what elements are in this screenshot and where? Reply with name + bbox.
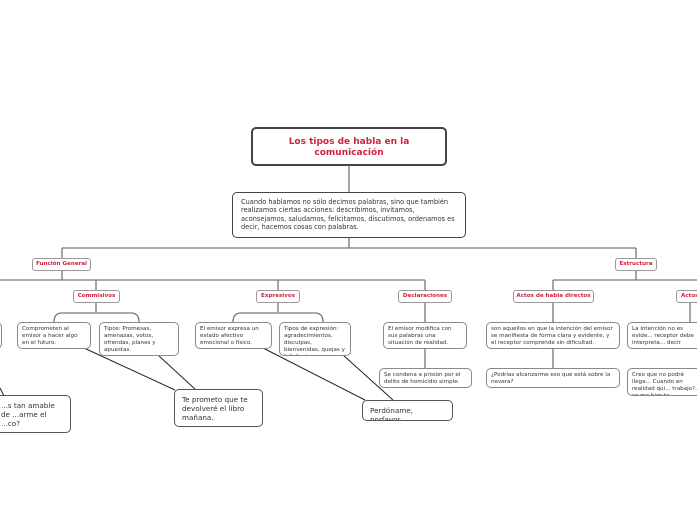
commisivos-node[interactable]: Commisivos — [73, 290, 120, 303]
intro-text: Cuando hablamos no sólo decimos palabras… — [241, 198, 455, 232]
root-title: Los tipos de habla en la comunicación — [288, 137, 410, 158]
declaraciones-desc: El emisor modifica con sus palabras una … — [388, 326, 452, 346]
actos-directos-node[interactable]: Actos de habla directos — [513, 290, 594, 303]
intro-node[interactable]: Cuando hablamos no sólo decimos palabras… — [232, 192, 466, 238]
commisivos-example: Te prometo que te devolveré el libro mañ… — [182, 395, 248, 422]
indirectos-desc-node[interactable]: La intención no es evide... receptor deb… — [627, 322, 697, 349]
commisivos-example-node[interactable]: Te prometo que te devolveré el libro mañ… — [174, 389, 263, 427]
declaraciones-example: Se condena a prisión por el delito de ho… — [384, 372, 461, 385]
estructura-node[interactable]: Estructura — [615, 258, 657, 271]
expresivos-example: Perdóname, porfavor — [370, 406, 413, 421]
indirectos-desc: La intención no es evide... receptor deb… — [632, 326, 694, 346]
left-example-node[interactable]: ...s tan amable de ...arme el ...co? — [0, 395, 71, 433]
commisivos-desc-node[interactable]: Comprometen al emisor a hacer algo en el… — [17, 322, 91, 349]
indirectos-example-node[interactable]: Creo que no podré llega... Cuando en rea… — [627, 368, 697, 396]
expresivos-desc-node[interactable]: El emisor expresa un estado afectivo emo… — [195, 322, 272, 349]
directos-desc: son aquellos en que la intención del emi… — [491, 326, 613, 346]
commisivos-tipos: Tipos: Promesas, amenazas, votos, ofrend… — [104, 326, 156, 353]
directos-desc-node[interactable]: son aquellos en que la intención del emi… — [486, 322, 620, 349]
commisivos-desc: Comprometen al emisor a hacer algo en el… — [22, 326, 78, 346]
directos-example-node[interactable]: ¿Podrías alcanzarme eso que está sobre l… — [486, 368, 620, 388]
declaraciones-node[interactable]: Declaraciones — [398, 290, 452, 303]
declaraciones-example-node[interactable]: Se condena a prisión por el delito de ho… — [379, 368, 472, 388]
commisivos-tipos-node[interactable]: Tipos: Promesas, amenazas, votos, ofrend… — [99, 322, 179, 356]
funcion-general-node[interactable]: Función General — [32, 258, 91, 271]
expresivos-node[interactable]: Expresivos — [256, 290, 300, 303]
expresivos-tipos-node[interactable]: Tipos de expresión: agradecimientos, dis… — [279, 322, 351, 356]
directos-example: ¿Podrías alcanzarme eso que está sobre l… — [491, 372, 611, 385]
left-example: ...s tan amable de ...arme el ...co? — [1, 401, 55, 428]
expresivos-desc: El emisor expresa un estado afectivo emo… — [200, 326, 259, 346]
offscreen-node[interactable] — [0, 322, 2, 349]
expresivos-tipos: Tipos de expresión: agradecimientos, dis… — [284, 326, 345, 355]
declaraciones-desc-node[interactable]: El emisor modifica con sus palabras una … — [383, 322, 467, 349]
expresivos-example-node[interactable]: Perdóname, porfavor — [362, 400, 453, 421]
actos-indirectos-node[interactable]: Actos — [676, 290, 697, 303]
indirectos-example: Creo que no podré llega... Cuando en rea… — [632, 372, 697, 396]
root-title-node[interactable]: Los tipos de habla en la comunicación — [251, 127, 447, 166]
